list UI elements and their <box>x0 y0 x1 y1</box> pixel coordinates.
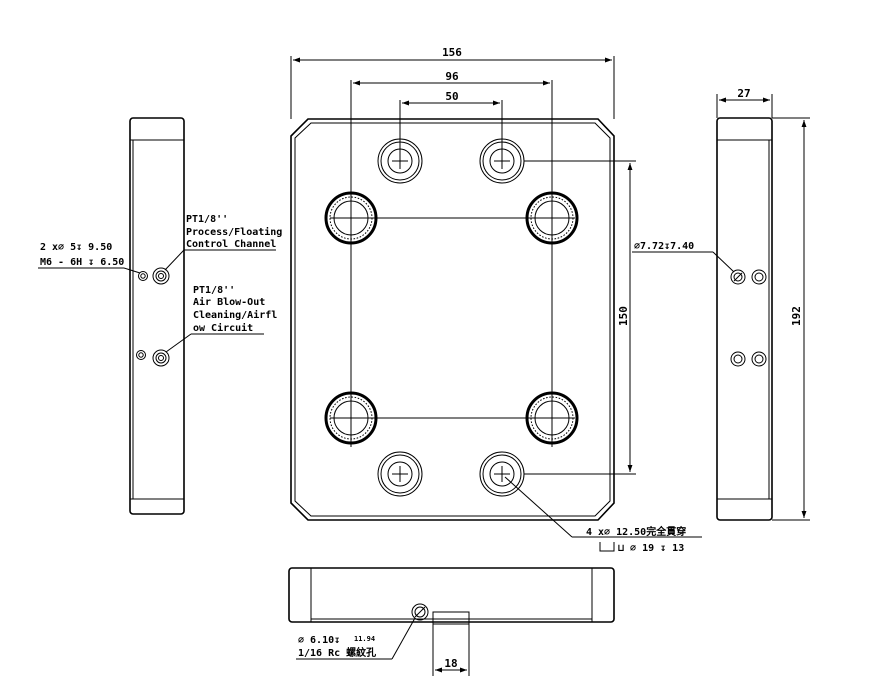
threaded-hole-callout: ∅ 6.10↧ 11.94 1/16 Rc 螺紋孔 <box>296 617 416 660</box>
tapped-hole-line-2: M6 - 6H ↧ 6.50 <box>40 257 124 268</box>
dim-vertical-spacing: 150 <box>524 160 636 475</box>
bushing-bottom-right-icon <box>525 391 579 445</box>
port-2-line-3: Cleaning/Airfl <box>193 309 277 321</box>
side-hole-1-icon <box>730 269 746 285</box>
dim-boss-width: 18 <box>432 624 470 676</box>
port-2-icon <box>152 349 170 367</box>
through-hole-top-left-icon <box>377 138 423 184</box>
through-hole-bottom-left-icon <box>377 451 423 497</box>
tapped-hole-1-icon <box>138 271 148 281</box>
bushing-top-left-icon <box>324 191 378 245</box>
port-2-callout: PT1/8'' Air Blow-Out Cleaning/Airfl ow C… <box>165 285 277 353</box>
tapped-hole-line-1: 2 x∅ 5↧ 9.50 <box>40 242 112 253</box>
port-2-line-4: ow Circuit <box>193 322 253 334</box>
port-1-line-2: Process/Floating <box>186 226 282 238</box>
dim-96-label: 96 <box>445 70 459 83</box>
dim-overall-height: 192 <box>772 117 810 521</box>
side-hole-callout: ∅7.72↧7.40 <box>632 241 735 273</box>
threaded-hole-line-1: ∅ 6.10↧ <box>298 635 340 646</box>
dim-156-label: 156 <box>442 46 462 59</box>
through-hole-line-1: 4 x∅ 12.50完全貫穿 <box>586 525 686 538</box>
side-hole-4-icon <box>751 351 767 367</box>
threaded-hole-icon <box>411 603 429 621</box>
dim-150-label: 150 <box>617 306 630 326</box>
dim-thickness: 27 <box>716 87 773 118</box>
threaded-hole-line-2: 1/16 Rc 螺紋孔 <box>298 646 376 659</box>
port-1-line-3: Control Channel <box>186 239 276 250</box>
dim-overall-width: 156 <box>293 46 612 63</box>
tapped-hole-2-icon <box>136 350 146 360</box>
dim-27-label: 27 <box>737 87 750 100</box>
through-hole-line-2: ⊔ ∅ 19 ↧ 13 <box>618 543 684 554</box>
port-1-callout: PT1/8'' Process/Floating Control Channel <box>164 214 282 271</box>
bottom-view: 18 ∅ 6.10↧ 11.94 1/16 Rc 螺紋孔 <box>288 567 615 676</box>
dim-inner-hole-spacing: 50 <box>402 90 500 106</box>
tapped-hole-callout: 2 x∅ 5↧ 9.50 M6 - 6H ↧ 6.50 <box>38 242 141 274</box>
port-1-line-1: PT1/8'' <box>186 214 228 225</box>
side-hole-2-icon <box>751 269 767 285</box>
port-2-line-1: PT1/8'' <box>193 285 235 296</box>
bushing-top-right-icon <box>525 191 579 245</box>
front-view: 156 96 50 <box>290 46 702 554</box>
dim-50-label: 50 <box>445 90 458 103</box>
dim-192-label: 192 <box>790 306 803 326</box>
through-hole-callout: 4 x∅ 12.50完全貫穿 ⊔ ∅ 19 ↧ 13 <box>504 476 702 554</box>
right-side-view: 27 192 ∅7.72↧7.40 <box>632 87 810 521</box>
through-hole-bottom-right-icon <box>479 451 525 497</box>
port-1-icon <box>152 267 170 285</box>
left-side-view: 2 x∅ 5↧ 9.50 M6 - 6H ↧ 6.50 PT1/8'' Proc… <box>38 117 282 515</box>
side-hole-3-icon <box>730 351 746 367</box>
dim-outer-hole-spacing: 96 <box>353 70 550 86</box>
bushing-bottom-left-icon <box>324 391 378 445</box>
threaded-hole-depth: 11.94 <box>354 635 375 643</box>
side-hole-callout-text: ∅7.72↧7.40 <box>634 241 694 252</box>
boss-icon <box>432 611 470 625</box>
port-2-line-2: Air Blow-Out <box>193 296 265 308</box>
dim-18-label: 18 <box>444 657 457 670</box>
